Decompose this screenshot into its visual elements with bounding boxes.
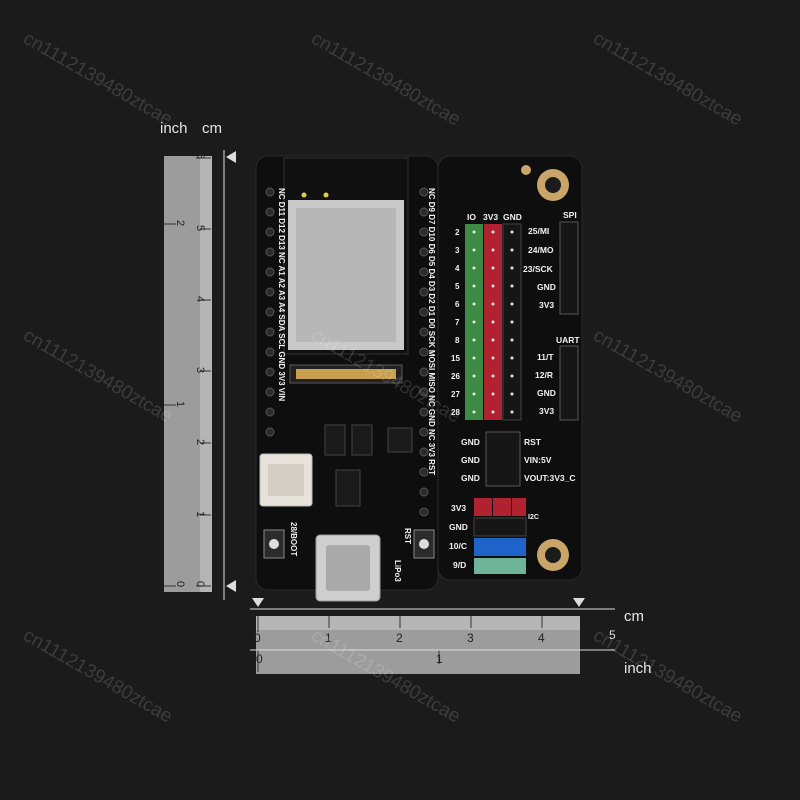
horizontal-cm-tick: 1 xyxy=(325,631,332,645)
vertical-inch-tick: 2 xyxy=(174,219,187,227)
power-left-label: GND xyxy=(461,455,480,465)
horizontal-ruler-unit-cm: cm xyxy=(624,608,644,625)
vertical-ruler-unit-cm: cm xyxy=(202,120,222,137)
horizontal-cm-tick: 3 xyxy=(467,631,474,645)
vertical-inch-tick: 0 xyxy=(174,580,187,588)
vertical-cm-tick: 1 xyxy=(194,510,207,518)
left-header-labels: NC D11 D12 D13 NC A1 A2 A3 A4 SDA SCL GN… xyxy=(277,188,286,402)
spi-pin-label: 24/MO xyxy=(528,245,554,255)
vertical-cm-tick: 6 xyxy=(194,152,207,160)
io-pin-label: 7 xyxy=(455,318,460,327)
lipo-label: LiPo3 xyxy=(393,560,402,582)
vertical-cm-tick: 0 xyxy=(194,580,207,588)
horizontal-cm-tick: 4 xyxy=(538,631,545,645)
i2c-pin-label: 3V3 xyxy=(451,503,467,513)
io-header-3v3: 3V3 xyxy=(483,212,499,222)
power-right-label: VIN:5V xyxy=(524,455,552,465)
io-pin-label: 15 xyxy=(451,354,460,363)
i2c-pin-label: 9/D xyxy=(453,560,467,570)
io-pin-label: 4 xyxy=(455,264,460,273)
spi-label: SPI xyxy=(563,210,577,220)
spi-pin-label: 23/SCK xyxy=(523,264,553,274)
uart-label: UART xyxy=(556,335,580,345)
spi-pin-label: 25/MI xyxy=(528,226,550,236)
power-left-label: GND xyxy=(461,473,480,483)
vertical-cm-tick: 2 xyxy=(194,438,207,446)
uart-pin-label: GND xyxy=(537,388,556,398)
io-pin-label: 28 xyxy=(451,408,460,417)
spi-pin-label: GND xyxy=(537,282,556,292)
vertical-ruler xyxy=(164,150,236,600)
vertical-ruler-unit-inch: inch xyxy=(160,120,188,137)
boot-label: 28/BOOT xyxy=(289,522,298,557)
io-pin-label: 27 xyxy=(451,390,460,399)
spi-pin-label: 3V3 xyxy=(539,300,555,310)
io-pin-label: 8 xyxy=(455,336,460,345)
horizontal-inch-tick: 1 xyxy=(436,652,443,666)
uart-pin-label: 12/R xyxy=(535,370,553,380)
io-header-io: IO xyxy=(467,212,476,222)
horizontal-cm-tick: 5 xyxy=(609,628,616,642)
io-pin-label: 26 xyxy=(451,372,460,381)
i2c-pin-label: 10/C xyxy=(449,541,467,551)
vertical-cm-tick: 3 xyxy=(194,366,207,374)
horizontal-ruler xyxy=(250,598,615,674)
power-right-label: VOUT:3V3_C xyxy=(524,473,576,483)
io-pin-label: 6 xyxy=(455,300,460,309)
vertical-inch-tick: 1 xyxy=(174,400,187,408)
horizontal-cm-tick: 2 xyxy=(396,631,403,645)
io-pin-label: 3 xyxy=(455,246,460,255)
vertical-cm-tick: 4 xyxy=(194,295,207,303)
io-header-gnd: GND xyxy=(503,212,522,222)
io-pin-label: 2 xyxy=(455,228,460,237)
horizontal-ruler-unit-inch: inch xyxy=(624,660,652,677)
expansion-board xyxy=(437,155,583,581)
i2c-pin-label: GND xyxy=(449,522,468,532)
rst-label: RST xyxy=(403,528,412,544)
io-pin-label: 5 xyxy=(455,282,460,291)
i2c-label: I2C xyxy=(528,514,539,521)
vertical-cm-tick: 5 xyxy=(194,224,207,232)
power-left-label: GND xyxy=(461,437,480,447)
horizontal-cm-tick: 0 xyxy=(254,631,261,645)
uart-pin-label: 3V3 xyxy=(539,406,555,416)
uart-pin-label: 11/T xyxy=(537,352,554,362)
main-board xyxy=(255,155,439,602)
power-right-label: RST xyxy=(524,437,541,447)
horizontal-inch-tick: 0 xyxy=(256,652,263,666)
right-header-labels: NC D9 D7 D10 D6 D5 D4 D3 D2 D1 D0 SCK MO… xyxy=(427,188,436,476)
